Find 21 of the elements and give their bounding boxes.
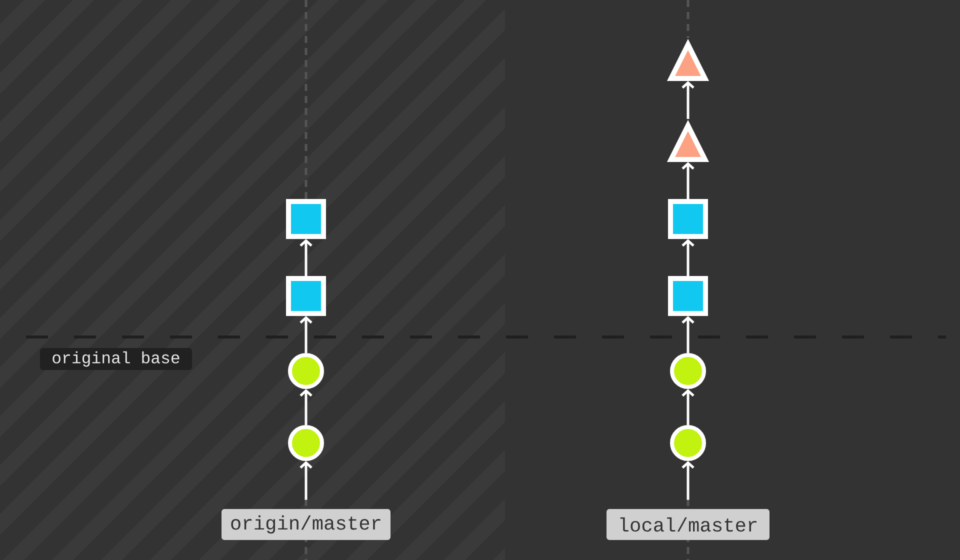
commit-square bbox=[668, 276, 708, 316]
branch-label: local/master bbox=[606, 509, 770, 540]
arrow bbox=[300, 461, 312, 500]
arrow bbox=[682, 81, 694, 119]
commit-square bbox=[286, 199, 326, 239]
branch-label: origin/master bbox=[222, 509, 390, 540]
arrow bbox=[682, 389, 694, 425]
arrow bbox=[300, 316, 312, 353]
commit-square bbox=[286, 276, 326, 316]
arrow bbox=[682, 239, 694, 276]
commit-square bbox=[668, 199, 708, 239]
commit-circle bbox=[670, 425, 706, 461]
commit-circle bbox=[288, 425, 324, 461]
arrow bbox=[682, 162, 694, 199]
commit-circle bbox=[670, 353, 706, 389]
arrow bbox=[300, 389, 312, 425]
arrow bbox=[682, 316, 694, 353]
base-label: original base bbox=[40, 348, 192, 370]
arrow bbox=[682, 461, 694, 500]
arrow bbox=[300, 239, 312, 276]
commit-circle bbox=[288, 353, 324, 389]
